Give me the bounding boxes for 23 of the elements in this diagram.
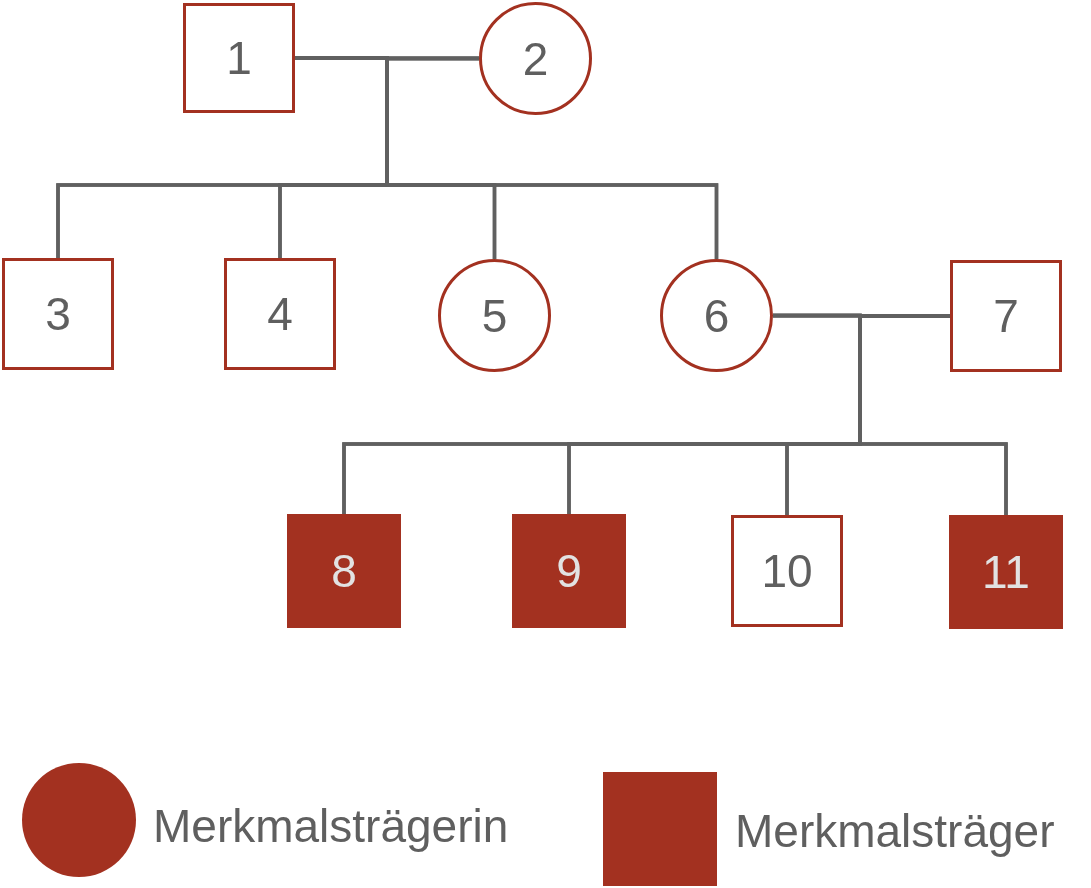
affected-male-square [512, 514, 626, 628]
individual-number: 10 [761, 548, 813, 594]
male-square [731, 515, 843, 627]
individual-number: 5 [481, 292, 508, 339]
individual-number: 9 [556, 548, 582, 594]
descent-line [385, 56, 719, 259]
female-circle [479, 2, 592, 115]
female-circle [438, 259, 551, 372]
individual-number: 11 [982, 549, 1030, 595]
individual-number: 4 [267, 291, 293, 337]
affected-male-square [287, 514, 401, 628]
individual-number: 6 [703, 292, 730, 339]
individual-number: 2 [522, 35, 549, 82]
individual-number: 7 [993, 293, 1019, 339]
male-square [183, 3, 295, 113]
individual-number: 8 [331, 548, 357, 594]
male-square [224, 258, 336, 370]
individual-number: 1 [226, 35, 252, 81]
male-square [950, 260, 1062, 372]
affected-male-square [949, 515, 1063, 629]
male-square [2, 258, 114, 370]
individual-number: 3 [45, 291, 71, 337]
female-circle [660, 259, 773, 372]
